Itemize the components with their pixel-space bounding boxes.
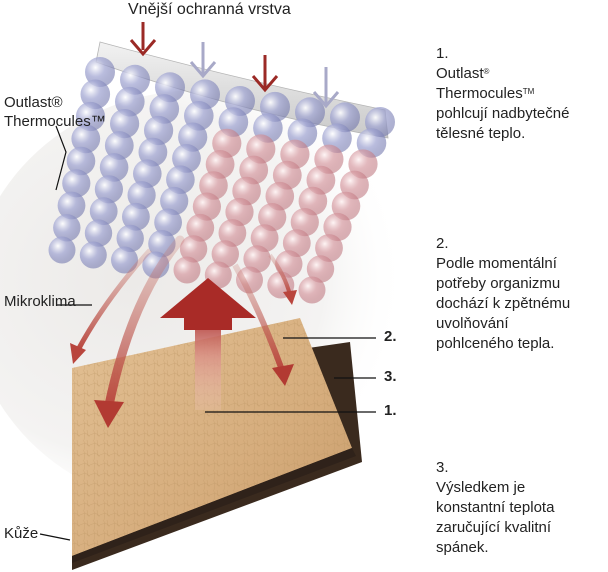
outlast-label: Outlast® Thermocules™ bbox=[4, 93, 106, 131]
step-3-description: 3. Výsledkem je konstantní teplota zaruč… bbox=[436, 458, 554, 558]
outlast-label-line1: Outlast® bbox=[4, 94, 63, 111]
thermocule-capsule bbox=[79, 241, 107, 269]
thermocule-capsule bbox=[154, 208, 183, 237]
thermocule-capsule bbox=[166, 165, 195, 194]
thermocule-capsule bbox=[186, 213, 215, 242]
heat-release-arrows bbox=[70, 235, 297, 428]
step-3-line: zaručující kvalitní bbox=[436, 519, 552, 536]
thermocule-capsule bbox=[94, 175, 123, 204]
thermocule-capsule bbox=[57, 191, 86, 220]
thermocule-capsule bbox=[99, 153, 129, 182]
thermocule-capsule bbox=[75, 101, 106, 132]
step-2-line: pohlceného tepla. bbox=[436, 335, 555, 352]
leader-outlast bbox=[55, 125, 67, 191]
thermocule-capsule bbox=[104, 131, 134, 160]
thermocule-capsule bbox=[218, 219, 247, 247]
callout-1: 1. bbox=[384, 402, 397, 419]
thermocule-capsule bbox=[80, 79, 111, 110]
thermocule-capsule bbox=[290, 208, 319, 237]
thermocule-capsule bbox=[243, 245, 271, 273]
thermocules-capsules bbox=[48, 57, 395, 304]
step-1-line-1: Outlast® bbox=[436, 65, 490, 82]
thermocule-capsule bbox=[53, 214, 81, 242]
thermocule-capsule bbox=[110, 109, 140, 139]
callout-2: 2. bbox=[384, 328, 397, 345]
outlast-label-line2: Thermocules™ bbox=[4, 113, 106, 130]
skin-label: Kůže bbox=[4, 525, 39, 542]
step-3-number: 3. bbox=[436, 459, 449, 476]
thermocule-capsule bbox=[211, 240, 239, 268]
thermocule-capsule bbox=[133, 159, 162, 188]
step-2-number: 2. bbox=[436, 235, 449, 252]
leader-lines bbox=[39, 125, 376, 541]
thermocule-capsule bbox=[282, 229, 311, 257]
step-1-line-2: ThermoculesTM bbox=[436, 85, 535, 102]
thermocule-capsule bbox=[250, 224, 279, 253]
thermocule-capsule bbox=[173, 256, 201, 284]
thermocule-capsule bbox=[121, 202, 150, 231]
thermocule-capsule bbox=[225, 197, 254, 227]
step-2-description: 2. Podle momentální potřeby organizmu do… bbox=[436, 234, 570, 354]
cool-arrow-2 bbox=[312, 67, 340, 109]
step-3-line: Výsledkem je bbox=[436, 479, 526, 496]
warm-arrow-1 bbox=[129, 22, 157, 57]
thermocule-capsule bbox=[298, 276, 326, 304]
thermocule-capsule bbox=[85, 57, 115, 87]
thermocule-capsule bbox=[116, 224, 144, 253]
step-3-line: spánek. bbox=[436, 539, 489, 556]
microclimate-label: Mikroklima bbox=[4, 293, 76, 310]
cool-arrow-1 bbox=[189, 42, 217, 79]
thermocule-capsule bbox=[89, 197, 118, 226]
thermocule-capsule bbox=[127, 181, 156, 210]
thermocule-capsule bbox=[84, 219, 113, 247]
thermocule-capsule bbox=[48, 236, 76, 264]
step-2-line: potřeby organizmu bbox=[436, 275, 561, 292]
body-heat-up-arrow bbox=[160, 278, 256, 410]
thermocule-capsule bbox=[138, 137, 168, 167]
step-1-description: 1. Outlast® ThermoculesTM pohlcují nadby… bbox=[436, 44, 569, 144]
step-2-line: Podle momentální bbox=[436, 255, 557, 272]
thermocule-capsule bbox=[323, 212, 352, 242]
thermocule-capsule bbox=[115, 86, 145, 117]
outer-arrows bbox=[129, 22, 340, 109]
thermocule-capsule bbox=[315, 234, 343, 262]
outer-layer-title: Vnější ochranná vrstva bbox=[128, 1, 291, 18]
step-2-line: dochází k zpětnému bbox=[436, 295, 571, 312]
step-3-line: konstantní teplota bbox=[436, 499, 555, 516]
thermocule-capsule bbox=[66, 146, 96, 176]
thermocule-capsule bbox=[111, 246, 138, 274]
step-1-line-4: tělesné teplo. bbox=[436, 125, 526, 142]
thermocule-capsule bbox=[306, 255, 335, 283]
callout-3: 3. bbox=[384, 368, 397, 385]
step-1-line-3: pohlcují nadbytečné bbox=[436, 105, 570, 122]
leader-kuze bbox=[39, 533, 71, 541]
step-2-line: uvolňování bbox=[436, 315, 509, 332]
thermocule-capsule bbox=[62, 169, 91, 198]
warm-arrow-2 bbox=[251, 55, 279, 93]
step-1-number: 1. bbox=[436, 45, 449, 62]
thermocule-capsule bbox=[179, 235, 208, 263]
thermocule-capsule bbox=[160, 186, 189, 216]
thermocule-capsule bbox=[71, 124, 101, 154]
thermocule-capsule bbox=[192, 192, 221, 221]
thermocule-capsule bbox=[258, 203, 287, 232]
